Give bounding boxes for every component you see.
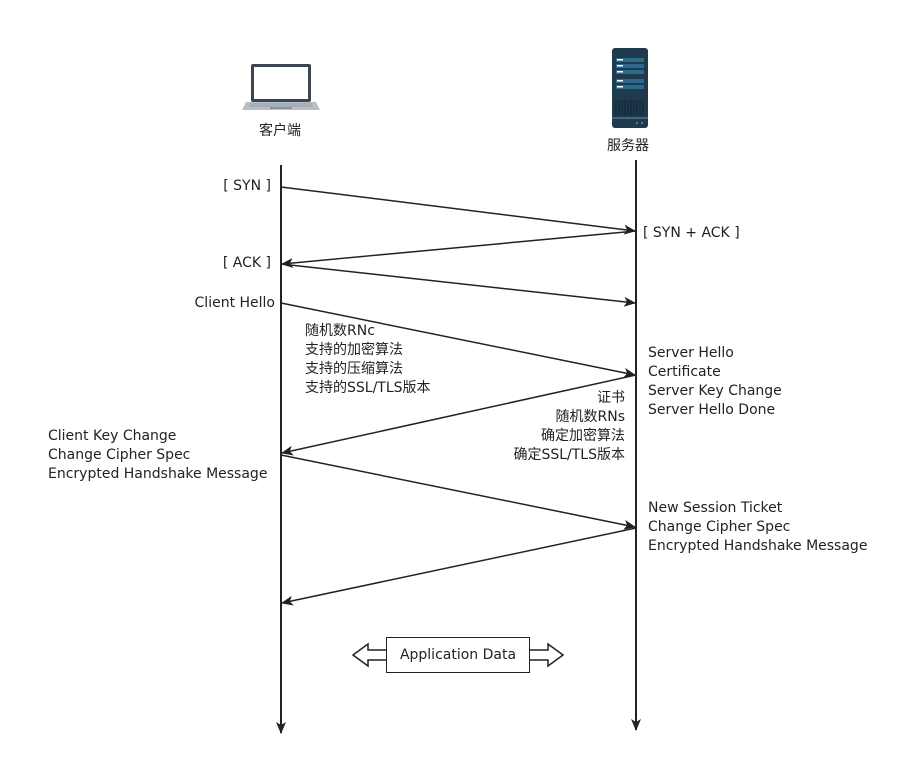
msg-session-ticket-arrow [281,527,637,606]
server-label: 服务器 [607,138,649,154]
detail-line: 支持的加密算法 [305,342,403,358]
left-hollow-arrow-icon [351,642,386,668]
block-line: Server Key Change [648,383,782,399]
server-hello-block: Server Hello Certificate Server Key Chan… [648,344,782,420]
server-hello-details: 证书 随机数RNs 确定加密算法 确定SSL/TLS版本 [513,389,625,465]
block-line: New Session Ticket [648,500,783,516]
detail-line: 确定加密算法 [541,428,625,444]
syn-label: [ SYN ] [223,178,271,194]
client-hello-details: 随机数RNc 支持的加密算法 支持的压缩算法 支持的SSL/TLS版本 [305,322,431,398]
block-line: Server Hello Done [648,402,776,418]
detail-line: 随机数RNs [555,409,626,425]
detail-line: 证书 [597,390,625,406]
block-line: Change Cipher Spec [648,519,791,535]
block-line: Certificate [648,364,721,380]
msg-ack-arrow [280,263,636,307]
msg-server-hello-arrow [281,374,637,456]
detail-line: 支持的SSL/TLS版本 [305,380,431,396]
right-hollow-arrow-icon [530,642,565,668]
detail-line: 支持的压缩算法 [305,361,403,377]
block-line: Server Hello [648,345,734,361]
detail-line: 随机数RNc [305,323,375,339]
client-key-block: Client Key Change Change Cipher Spec Enc… [48,427,267,484]
msg-client-hello-arrow [280,302,636,378]
block-line: Change Cipher Spec [48,447,191,463]
server-finish-block: New Session Ticket Change Cipher Spec En… [648,499,867,556]
application-data-box: Application Data [386,637,530,673]
detail-line: 确定SSL/TLS版本 [513,447,625,463]
client-hello-label: Client Hello [194,295,275,311]
client-label: 客户端 [259,123,301,139]
msg-syn-ack-arrow [281,230,637,268]
msg-syn-arrow [280,186,636,235]
block-line: Client Key Change [48,428,177,444]
laptop-icon [242,64,320,110]
block-line: Encrypted Handshake Message [648,538,868,554]
syn-ack-label: [ SYN + ACK ] [643,225,740,241]
block-line: Encrypted Handshake Message [48,466,268,482]
server-icon [612,48,648,128]
msg-client-key-arrow [280,454,636,530]
application-data-label: Application Data [399,647,517,663]
ack-label: [ ACK ] [222,255,271,271]
